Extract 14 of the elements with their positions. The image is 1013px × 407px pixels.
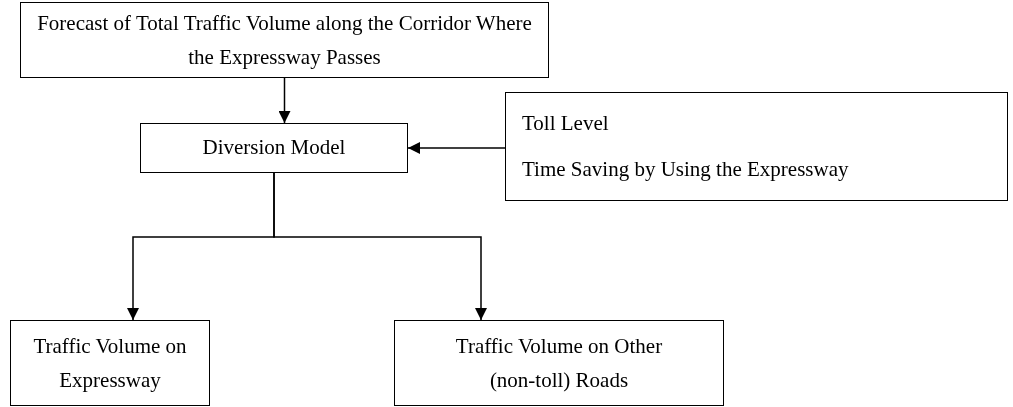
process-box xyxy=(394,320,724,406)
process-box xyxy=(140,123,408,173)
box-text: Forecast of Total Traffic Volume along the Corridor Where the Expressway Passes xyxy=(36,10,533,71)
box-text: Toll Level xyxy=(522,110,609,137)
process-box xyxy=(20,2,549,78)
arrow xyxy=(407,142,506,154)
process-box xyxy=(505,92,1008,201)
box-text: Time Saving by Using the Expressway xyxy=(522,155,849,183)
process-box xyxy=(10,320,210,406)
box-text: Traffic Volume on Other (non-toll) Roads xyxy=(454,333,664,394)
box-text: Diversion Model xyxy=(202,134,346,162)
arrow xyxy=(273,172,487,321)
arrow xyxy=(278,77,291,124)
box-text: Traffic Volume on Expressway xyxy=(32,333,188,394)
